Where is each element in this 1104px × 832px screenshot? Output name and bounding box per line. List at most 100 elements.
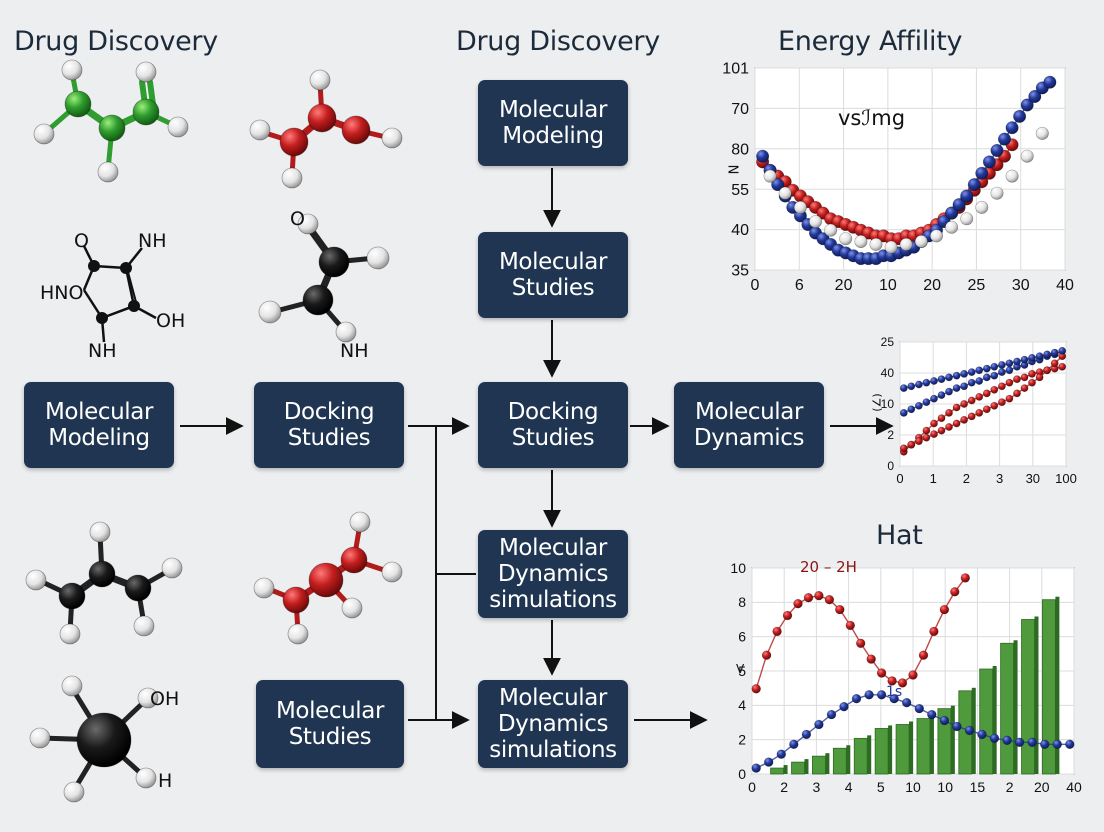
chart3-bar: [1000, 642, 1014, 775]
box-center-molecular-studies[interactable]: Molecular Studies: [478, 232, 628, 318]
chart3-point: [839, 701, 849, 712]
box-center-md-simulations-1[interactable]: Molecular Dynamics simulations: [478, 530, 628, 618]
chart2-point: [975, 408, 984, 417]
chart3-point: [782, 610, 793, 621]
chart1-ytick: 35: [731, 263, 749, 280]
chart3-point: [826, 709, 837, 720]
chart2-point: [975, 392, 984, 401]
chart3-bar-side: [846, 745, 851, 774]
chart3-bar: [916, 718, 931, 775]
chart3-point: [927, 709, 937, 720]
chart3-point: [1027, 737, 1037, 747]
chart3-point: [1052, 739, 1063, 749]
box-center-docking-studies[interactable]: Docking Studies: [478, 382, 628, 468]
box-center-molecular-modeling[interactable]: Molecular Modeling: [478, 80, 628, 166]
chart2-point: [1005, 359, 1014, 368]
chart3-ytick: 8: [738, 594, 746, 610]
chart1-point: [1013, 109, 1027, 123]
chart1-point: [771, 178, 785, 192]
chart3-point: [803, 592, 814, 603]
chart3-bar-side: [825, 753, 830, 774]
chart2-point: [915, 401, 923, 410]
chart1-point: [899, 237, 913, 251]
chart3-point: [851, 693, 862, 704]
chart3-point: [939, 604, 950, 615]
chart1-point: [1020, 149, 1034, 163]
chart2-point: [1005, 366, 1014, 375]
molecule-black-sphere: [29, 675, 159, 803]
chart3-bar-side: [1034, 616, 1039, 774]
box-center-md-simulations-2[interactable]: Molecular Dynamics simulations: [478, 680, 628, 768]
chart1-point: [756, 149, 770, 163]
chart3-ytick: 5: [738, 663, 746, 679]
chart2-ytick: 10: [881, 397, 895, 411]
label-nh-top: NH: [138, 230, 167, 252]
chart3-ytick: 6: [738, 629, 746, 645]
chart2-point: [922, 378, 931, 387]
chart2-point: [1028, 369, 1036, 378]
chart3-xtick: 3: [813, 779, 821, 795]
chart1-ytick: 70: [731, 101, 749, 118]
chart2-ytick: 25: [881, 335, 895, 349]
chart3-bar-side: [950, 705, 955, 774]
chart1-point: [1035, 126, 1049, 140]
chart3-point: [876, 690, 887, 700]
chart1-point: [1020, 98, 1034, 112]
chart2-point: [952, 371, 961, 380]
chart3-bar-side: [867, 735, 872, 774]
box-right-molecular-dynamics[interactable]: Molecular Dynamics: [674, 382, 824, 468]
chart3-bar: [812, 755, 826, 775]
chart3-point: [801, 729, 812, 740]
chart3-bar: [832, 747, 847, 775]
chart3-xtick: 2: [780, 779, 788, 795]
chart3-point: [824, 594, 835, 605]
chart1-point: [945, 220, 959, 234]
chart2-point: [907, 440, 916, 449]
chart2-point: [945, 408, 953, 417]
molecule-green: [33, 59, 189, 183]
chart2-point: [922, 398, 931, 407]
chart2-point: [952, 403, 961, 412]
chart2-point: [982, 389, 991, 398]
chart3-point: [855, 638, 866, 648]
chart2-xtick: 100: [1055, 471, 1077, 486]
chart3-point: [793, 598, 803, 609]
chart2-point: [1013, 357, 1021, 366]
chart2-point: [1005, 378, 1014, 387]
chart1-point: [824, 223, 838, 237]
chart2-point: [907, 405, 916, 414]
chart1-ytick: 80: [731, 141, 749, 158]
chart1-point: [990, 186, 1004, 200]
chart3-xtick: 5: [877, 779, 885, 795]
chart1-point: [839, 232, 853, 246]
chart3-xtick: 10: [905, 779, 921, 795]
chart3-title: Hat: [876, 520, 923, 551]
chart2-point: [937, 375, 946, 384]
chart2-point: [1050, 348, 1059, 357]
chart2-point: [930, 377, 938, 385]
molecule-ethyl: [258, 213, 390, 343]
chart2-series-line: [903, 350, 1063, 414]
chart3-point: [1002, 735, 1012, 745]
box-left-molecular-studies[interactable]: Molecular Studies: [256, 680, 404, 768]
chart1-xtick: 20: [835, 277, 853, 294]
chart3-bar-side: [929, 715, 934, 774]
molecule-illustrations: [25, 59, 403, 803]
chart2-point: [915, 380, 923, 389]
chart1-point: [869, 237, 883, 251]
chart2-point: [982, 364, 991, 373]
chart1-point: [982, 155, 996, 169]
chart3-point: [835, 604, 845, 615]
box-left-docking-studies[interactable]: Docking Studies: [254, 382, 404, 468]
chart2-point: [922, 433, 931, 442]
center-title: Drug Discovery: [456, 26, 660, 57]
box-left-molecular-modeling[interactable]: Molecular Modeling: [24, 382, 174, 468]
chart3-point: [1014, 737, 1025, 747]
label-nh-ethyl: NH: [340, 340, 369, 362]
chart2-point: [937, 391, 946, 399]
chart2-ytick: 0: [887, 459, 894, 473]
chart3-point: [918, 650, 929, 660]
